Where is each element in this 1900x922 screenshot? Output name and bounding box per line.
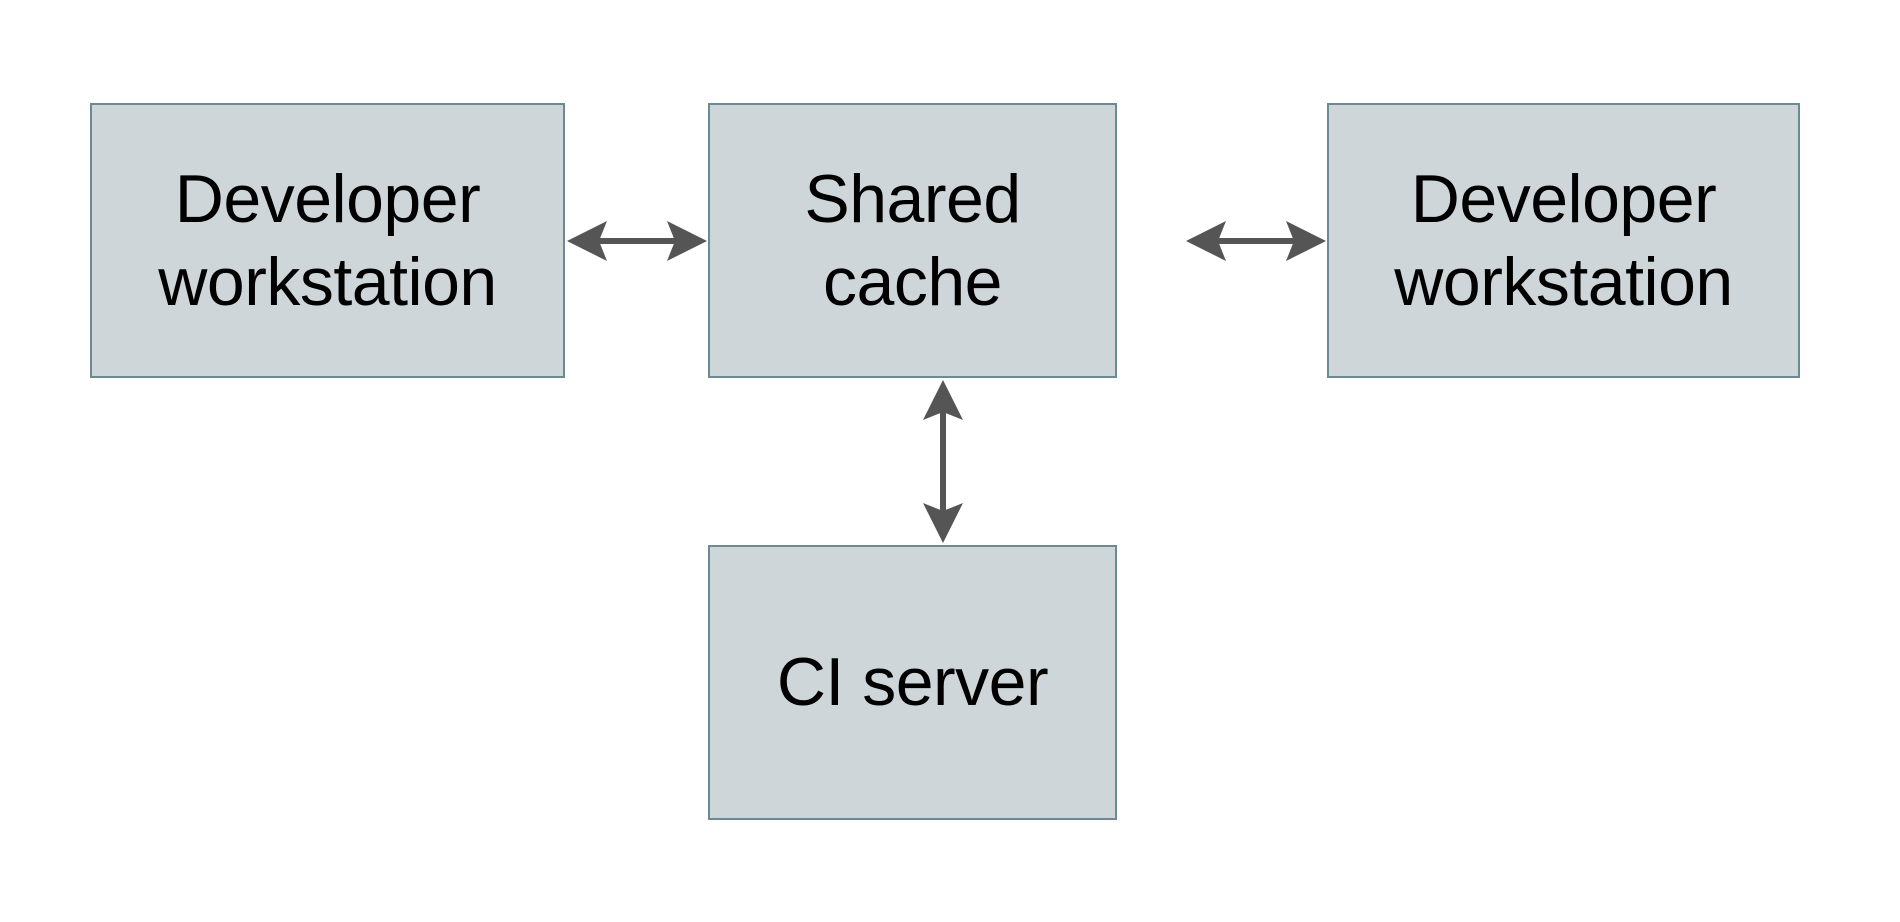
node-label: Developer workstation <box>158 160 497 320</box>
connector-shared-cache-to-dev-right <box>1186 221 1326 261</box>
arrowhead-right <box>1286 221 1326 261</box>
node-label: Developer workstation <box>1394 160 1733 320</box>
connector-dev-left-to-shared-cache <box>567 221 707 261</box>
arrowhead-left <box>1186 221 1226 261</box>
connector-shared-cache-to-ci-server <box>923 380 963 543</box>
node-label: CI server <box>776 644 1049 721</box>
connector-shaft <box>591 238 683 244</box>
arrowhead-down <box>923 503 963 543</box>
node-label: Shared cache <box>804 160 1021 320</box>
node-shared-cache[interactable]: Shared cache <box>708 103 1117 378</box>
node-developer-workstation-right[interactable]: Developer workstation <box>1327 103 1800 378</box>
arrowhead-left <box>567 221 607 261</box>
node-developer-workstation-left[interactable]: Developer workstation <box>90 103 565 378</box>
connector-shaft <box>1210 238 1302 244</box>
connector-shaft <box>940 404 946 519</box>
arrowhead-right <box>667 221 707 261</box>
arrowhead-up <box>923 380 963 420</box>
node-ci-server[interactable]: CI server <box>708 545 1117 820</box>
